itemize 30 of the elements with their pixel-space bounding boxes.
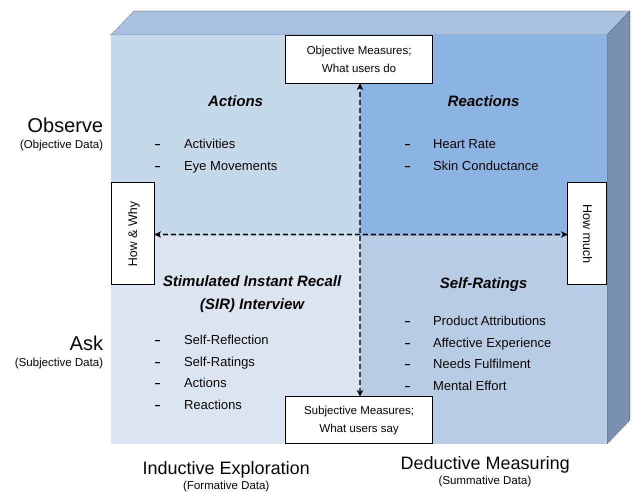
- list-item: Needs Fulfilment: [433, 355, 531, 373]
- list-item: Product Attributions: [433, 312, 546, 330]
- quadrant-heading: Reactions: [446, 92, 520, 112]
- side-label-box: How much: [567, 182, 607, 285]
- list-item: Actions: [184, 374, 227, 392]
- axis-sublabel: (Subjective Data): [14, 356, 103, 371]
- axis-label: Ask: [70, 332, 103, 356]
- axis-label: Inductive Exploration: [142, 457, 310, 479]
- quadrant-heading: Stimulated Instant Recall (SIR) Interview: [162, 272, 342, 315]
- axis-sublabel: (Objective Data): [20, 138, 103, 153]
- list-item: Affective Experience: [433, 334, 552, 352]
- dashed-arrow: [356, 83, 364, 397]
- list-item: Self-Reflection: [184, 331, 269, 349]
- quadrant-heading: Self-Ratings: [438, 274, 528, 294]
- measure-box: Subjective Measures; What users say: [285, 396, 433, 444]
- dashed-arrow: [154, 231, 568, 238]
- list-item: Skin Conductance: [433, 157, 539, 175]
- axis-label: Observe: [27, 114, 103, 138]
- list-item: Heart Rate: [433, 135, 496, 153]
- axis-sublabel: (Summative Data): [438, 474, 532, 489]
- list-item: Activities: [184, 135, 236, 153]
- list-item: Reactions: [184, 396, 242, 414]
- list-item: Self-Ratings: [184, 352, 255, 370]
- measure-box: Objective Measures; What users do: [285, 35, 433, 84]
- quadrant-heading: Actions: [206, 92, 264, 112]
- axis-label: Deductive Measuring: [400, 452, 570, 474]
- axis-sublabel: (Formative Data): [183, 479, 270, 494]
- list-item: Eye Movements: [184, 157, 278, 175]
- side-label-box: How & Why: [111, 182, 155, 285]
- list-item: Mental Effort: [433, 376, 506, 394]
